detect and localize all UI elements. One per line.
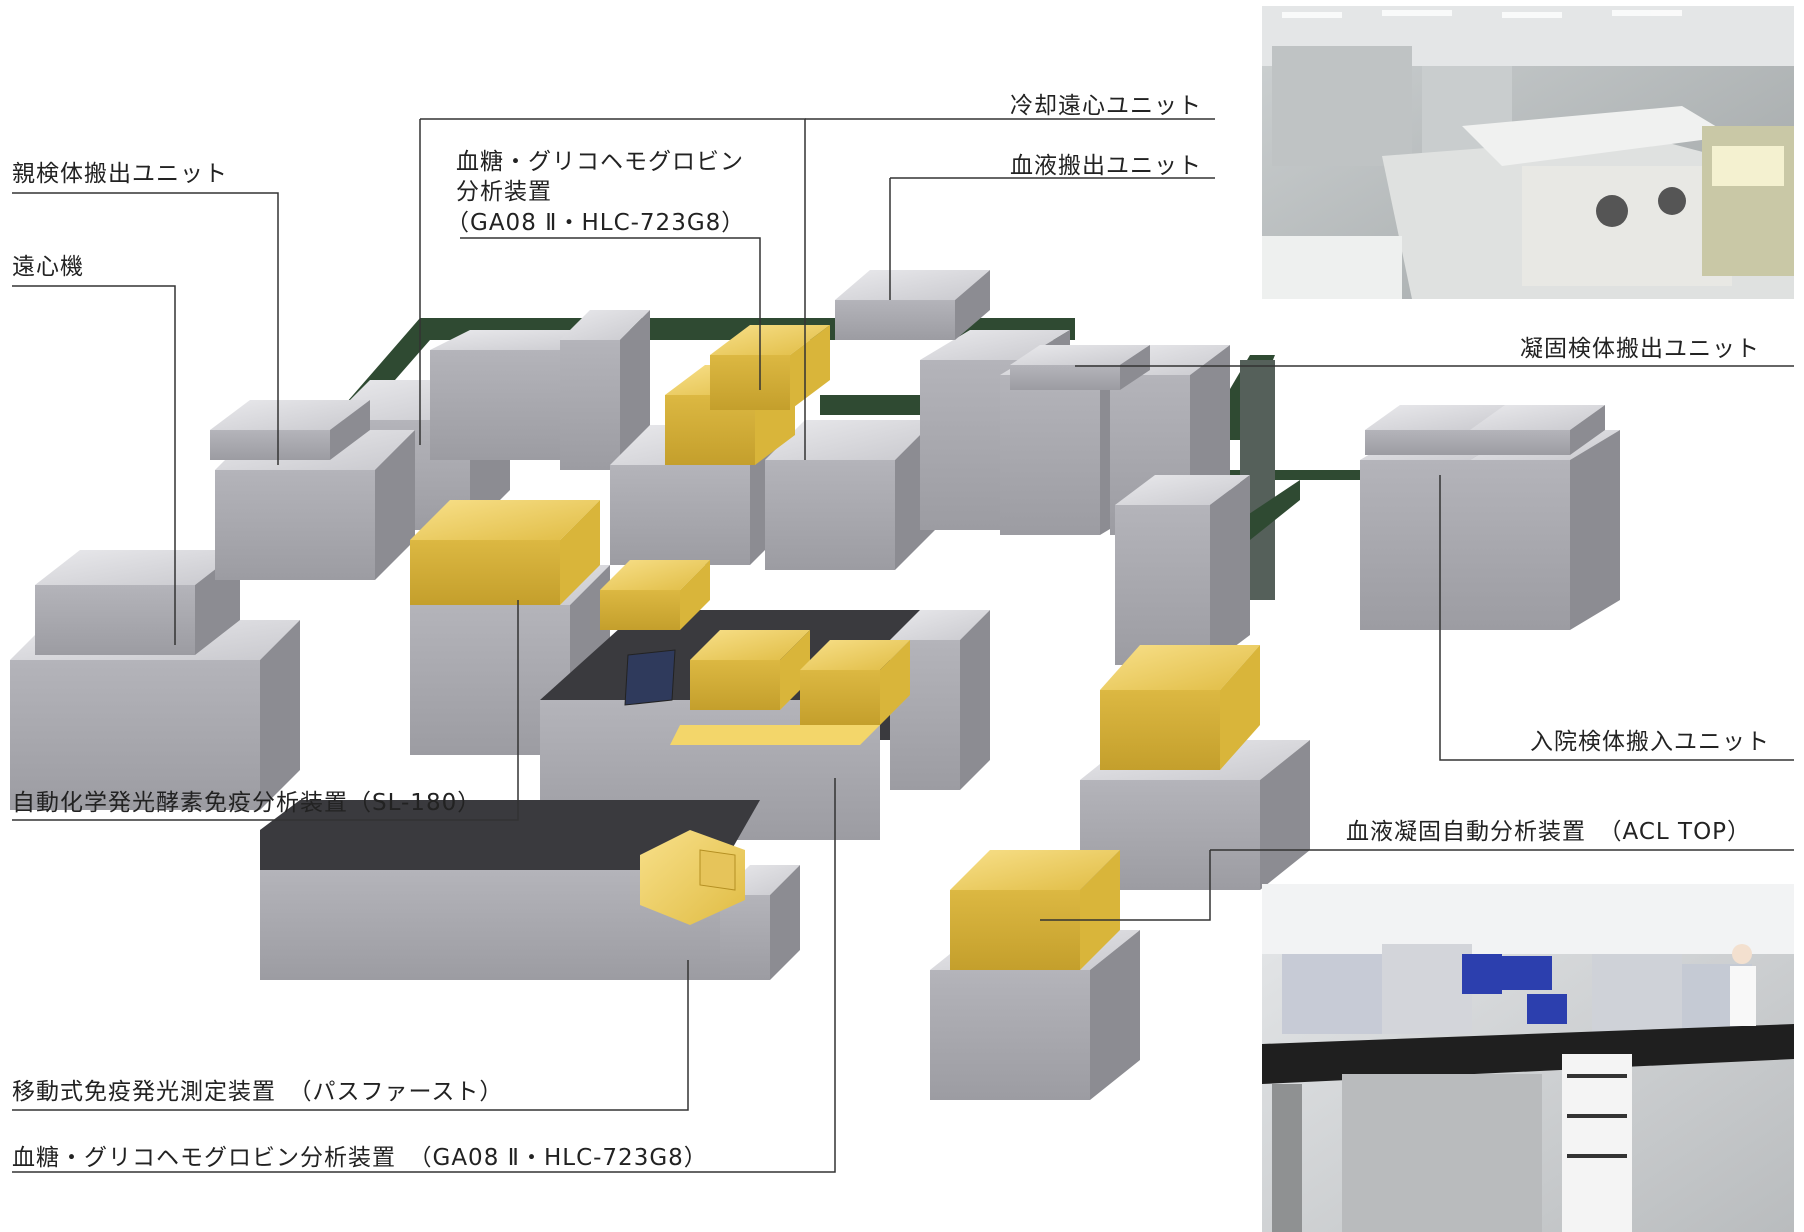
glyco-analyzer-base-front xyxy=(610,465,750,565)
label-glyco-bottom: 血糖・グリコヘモグロビン分析装置 （GA08 Ⅱ・HLC-723G8） xyxy=(12,1145,708,1171)
label-glyco-top-line3: （GA08 Ⅱ・HLC-723G8） xyxy=(446,210,746,236)
leader-oya-unit xyxy=(12,192,279,465)
photo-image xyxy=(1262,884,1794,1232)
label-centrifuge: 遠心機 xyxy=(12,254,84,280)
coag-unit-a-front xyxy=(1000,375,1100,535)
back-unit-small-side xyxy=(620,310,650,470)
oya-unit-side xyxy=(375,430,415,580)
acl-analyzer-a-top xyxy=(1100,645,1260,690)
mid-stack-unit-top xyxy=(1115,475,1250,505)
bench-analyzer-tray xyxy=(670,725,880,745)
label-sl180: 自動化学発光酵素免疫分析装置（SL-180） xyxy=(12,790,482,816)
glyco-analyzer-a-front xyxy=(665,395,755,465)
centrifuge-base-front xyxy=(10,660,260,810)
mid-stack-unit-front xyxy=(1115,505,1210,665)
acl-base-a-side xyxy=(1260,740,1310,890)
oya-unit-top-front xyxy=(210,430,330,460)
glyco-top-unit-front xyxy=(430,350,590,460)
sl180-analyzer-side xyxy=(560,500,600,605)
bench-analyzer-c-top xyxy=(800,640,910,670)
bench-right-leg-top xyxy=(890,610,990,640)
blood-out-table-side xyxy=(955,270,990,340)
bench-analyzer-b-top xyxy=(690,630,810,660)
inpatient-table-b-top xyxy=(1470,405,1605,430)
inpatient-table-a-top xyxy=(1365,405,1515,430)
blood-out-table-top xyxy=(835,270,990,300)
bench-analyzer-c-side xyxy=(880,640,910,725)
coag-table-front xyxy=(1010,365,1120,390)
glyco-analyzer-b-side xyxy=(790,325,830,410)
label-blood-out: 血液搬出ユニット xyxy=(1010,153,1202,179)
acl-base-b-side xyxy=(1090,930,1140,1100)
coag-table-top xyxy=(1010,345,1150,365)
oya-unit-top-side xyxy=(330,400,370,460)
pathfast-device-face xyxy=(699,849,736,891)
photo-image xyxy=(1262,6,1794,299)
bench-right-leg-side xyxy=(960,610,990,790)
conveyor-belt-back xyxy=(340,318,1075,420)
bench-analyzer-b-side xyxy=(780,630,810,710)
cooling-centrifuge-unit-front xyxy=(765,460,895,570)
label-glyco-top-line2: 分析装置 xyxy=(456,179,552,205)
lab-automation-line-photo xyxy=(1262,6,1794,299)
back-unit-small-front xyxy=(560,340,620,470)
label-oya-unit: 親検体搬出ユニット xyxy=(12,161,228,187)
cooling-centrifuge-unit-top xyxy=(765,420,935,460)
pathfast-right-front xyxy=(720,895,770,980)
acl-analyzer-a-side xyxy=(1220,645,1260,770)
acl-analyzer-b-side xyxy=(1080,850,1120,970)
leader-sl180 xyxy=(12,600,519,821)
blood-out-table-front xyxy=(835,300,955,340)
sl180-base-front xyxy=(410,605,570,755)
inpatient-table-a-front xyxy=(1365,430,1480,455)
oya-unit-front xyxy=(215,470,375,580)
pathfast-bench-top xyxy=(260,800,760,870)
pathfast-right-side xyxy=(770,865,800,980)
sl180-analyzer-front xyxy=(410,540,560,605)
bench-analyzer-b-front xyxy=(690,660,780,710)
centrifuge-drums-top xyxy=(35,550,240,585)
pathfast-bench-front-front xyxy=(260,870,720,980)
inpatient-unit-b-front xyxy=(1470,460,1570,630)
sl180-analyzer-top xyxy=(410,500,600,540)
acl-analyzer-b-front xyxy=(950,890,1080,970)
label-glyco-top-line1: 血糖・グリコヘモグロビン xyxy=(456,149,744,175)
glyco-analyzer-b-front xyxy=(710,355,790,410)
bench-analyzer-a-side xyxy=(680,560,710,630)
acl-base-b-front xyxy=(930,970,1090,1100)
label-acl-top: 血液凝固自動分析装置 （ACL TOP） xyxy=(1346,819,1752,845)
bench-analyzer-a-front xyxy=(600,590,680,630)
label-coag-out: 凝固検体搬出ユニット xyxy=(1520,336,1760,362)
mid-stack-unit-side xyxy=(1210,475,1250,665)
inpatient-table-b-side xyxy=(1570,405,1605,455)
leader-acl-top-drop xyxy=(1040,850,1211,921)
leader-glyco-top-2 xyxy=(460,237,761,390)
lab-workstation-photo xyxy=(1262,884,1794,1232)
label-cooling-centrifuge: 冷却遠心ユニット xyxy=(1010,93,1202,119)
oya-unit-top-top xyxy=(210,400,370,430)
bench-analyzer-c-front xyxy=(800,670,880,725)
bench-monitor xyxy=(624,649,676,706)
conveyor-belt-lower xyxy=(1240,480,1300,540)
acl-analyzer-a-front xyxy=(1100,690,1220,770)
acl-analyzer-b-top xyxy=(950,850,1120,890)
label-pathfast: 移動式免疫発光測定装置 （パスファースト） xyxy=(12,1079,504,1105)
coag-table-side xyxy=(1120,345,1150,390)
inpatient-unit-a-front xyxy=(1360,460,1470,630)
label-inpatient-in: 入院検体搬入ユニット xyxy=(1530,729,1770,755)
inpatient-table-b-front xyxy=(1470,430,1570,455)
leader-centrifuge xyxy=(12,285,176,645)
leader-pathfast xyxy=(12,960,689,1111)
centrifuge-base-side xyxy=(260,620,300,810)
centrifuge-drums-front xyxy=(35,585,195,655)
leader-glyco-bottom xyxy=(12,778,836,1173)
bench-analyzer-a-top xyxy=(600,560,710,590)
acl-base-a-front xyxy=(1080,780,1260,890)
leader-inpatient-in xyxy=(1439,475,1794,761)
inpatient-unit-b-side xyxy=(1570,430,1620,630)
blood-out-unit-front xyxy=(920,360,1020,530)
